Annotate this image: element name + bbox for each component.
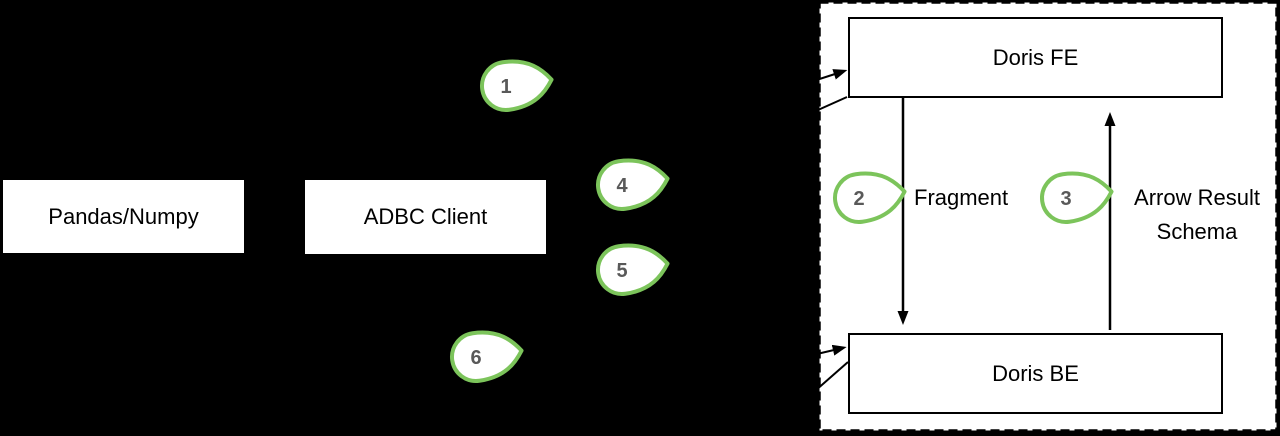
node-doris-fe: Doris FE [848, 17, 1223, 98]
step-marker-5: 5 [596, 243, 670, 296]
step-number: 1 [500, 76, 511, 98]
edge-adbc-to-doris-be [619, 344, 847, 401]
teardrop-icon [833, 171, 907, 224]
step-marker-4: 4 [596, 158, 670, 211]
node-adbc-client: ADBC Client [303, 178, 548, 256]
step-marker-3: 3 [1040, 171, 1114, 224]
step-number: 5 [616, 260, 627, 282]
teardrop-icon [596, 158, 670, 211]
edge-label-line2: Schema [1156, 219, 1238, 244]
node-label: Doris FE [992, 44, 1079, 70]
edge-adbc-to-doris-fe [559, 69, 848, 164]
teardrop-icon [596, 243, 670, 296]
teardrop-icon [480, 59, 554, 112]
node-label: ADBC Client [363, 204, 488, 229]
step-marker-6: 6 [450, 330, 524, 383]
step-number: 4 [616, 175, 628, 197]
node-pandas-numpy: Pandas/Numpy [1, 178, 246, 255]
edge-label-arrow-result-schema: Arrow Result Schema [1116, 181, 1278, 249]
node-label: Doris BE [992, 360, 1079, 386]
node-label: Pandas/Numpy [48, 203, 199, 229]
step-number: 6 [470, 347, 481, 369]
step-marker-2: 2 [833, 171, 907, 224]
teardrop-icon [450, 330, 524, 383]
step-number: 3 [1060, 188, 1071, 210]
edge-label-fragment: Fragment [914, 185, 1009, 210]
edge-doris-be-to-adbc [765, 361, 849, 435]
teardrop-icon [1040, 171, 1114, 224]
node-doris-be: Doris BE [848, 333, 1223, 414]
step-marker-1: 1 [480, 59, 554, 112]
step-number: 2 [853, 188, 864, 210]
edge-label-line1: Arrow Result [1134, 185, 1260, 210]
